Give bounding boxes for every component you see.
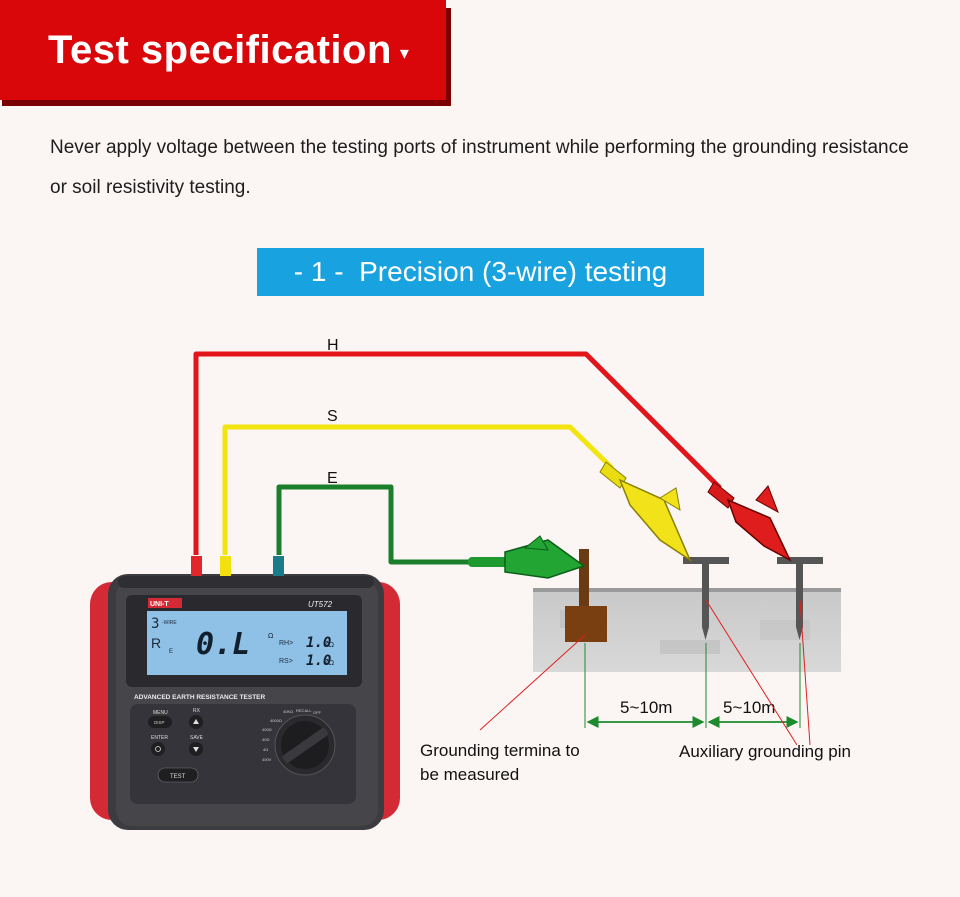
enter-button[interactable] — [151, 742, 165, 756]
subsection-banner: - 1 - Precision (3-wire) testing — [257, 248, 704, 296]
disp-label: DISP — [154, 720, 165, 725]
arrow-down-icon — [193, 747, 199, 752]
dial-label-1: 40KΩ — [283, 709, 293, 714]
up-button[interactable] — [189, 715, 203, 729]
dial-label-3: OFF — [313, 710, 322, 715]
s-wire — [222, 424, 614, 555]
h-wire — [193, 351, 722, 555]
dial-label-8: 4000Ω — [270, 718, 282, 723]
lcd-rs-value: 1.0 — [306, 653, 331, 669]
test-label: TEST — [170, 774, 186, 780]
lcd-rs-label: RS> — [279, 658, 293, 665]
warning-text: Never apply voltage between the testing … — [50, 137, 909, 198]
lcd-mode-label: -WIRE — [162, 620, 177, 626]
dial-label-7: 400V — [262, 757, 272, 762]
function-dial[interactable] — [274, 714, 336, 776]
wire-label-s: S — [327, 408, 338, 425]
dial-label-2: RECALL — [296, 708, 312, 713]
model-label: UT572 — [308, 600, 333, 609]
menu-label: MENU — [153, 710, 168, 716]
callout-line-terminal — [479, 634, 586, 731]
callout-aux-pin: Auxiliary grounding pin — [679, 742, 851, 761]
clip-red — [707, 481, 792, 562]
dial-label-6: 4Ω — [263, 747, 268, 752]
lcd-rs-unit: KΩ — [324, 659, 335, 667]
panel-title: ADVANCED EARTH RESISTANCE TESTER — [134, 694, 266, 701]
distance-label-2: 5~10m — [723, 698, 775, 717]
dropdown-triangle-icon: ▾ — [399, 42, 409, 63]
auxiliary-pin-2 — [777, 557, 823, 640]
lcd-sub-e: E — [169, 649, 173, 655]
backlight-icon — [155, 746, 161, 752]
lcd-main-reading: 0.L — [196, 627, 250, 662]
enter-label: ENTER — [151, 735, 168, 741]
lcd-r-symbol: R — [151, 635, 161, 651]
rx-label: RX — [193, 708, 201, 714]
section-header: Test specification ▾ — [0, 0, 446, 100]
callout-line-pin-2 — [799, 599, 811, 746]
save-label: SAVE — [190, 735, 204, 741]
callout-terminal-line1: Grounding termina to — [420, 741, 580, 760]
lcd-rh-value: 1.0 — [306, 635, 331, 651]
lcd-mode-number: 3 — [151, 616, 159, 632]
lcd-rh-label: RH> — [279, 640, 293, 647]
down-button[interactable] — [189, 742, 203, 756]
clip-green — [468, 535, 586, 579]
lcd-rh-unit: KΩ — [324, 641, 335, 649]
brand-logo: UNI-T — [150, 601, 169, 608]
distance-label-1: 5~10m — [620, 698, 672, 717]
test-button[interactable]: TEST — [157, 767, 199, 783]
wire-label-e: E — [327, 470, 338, 487]
arrow-up-icon — [193, 719, 199, 724]
clip-yellow — [599, 461, 692, 563]
e-wire — [276, 484, 470, 565]
header-title: Test specification — [48, 27, 392, 72]
menu-disp-button[interactable]: DISP — [148, 716, 172, 728]
lcd-ohm-symbol: Ω — [268, 632, 274, 640]
wire-label-h: H — [327, 337, 339, 354]
dial-label-5: 40Ω — [262, 737, 269, 742]
auxiliary-pin-1 — [683, 557, 729, 640]
callout-line-pin-1 — [705, 599, 798, 746]
grounding-terminal — [565, 549, 607, 642]
callout-terminal-line2: be measured — [420, 765, 519, 784]
dial-label-4: 400Ω — [262, 727, 272, 732]
